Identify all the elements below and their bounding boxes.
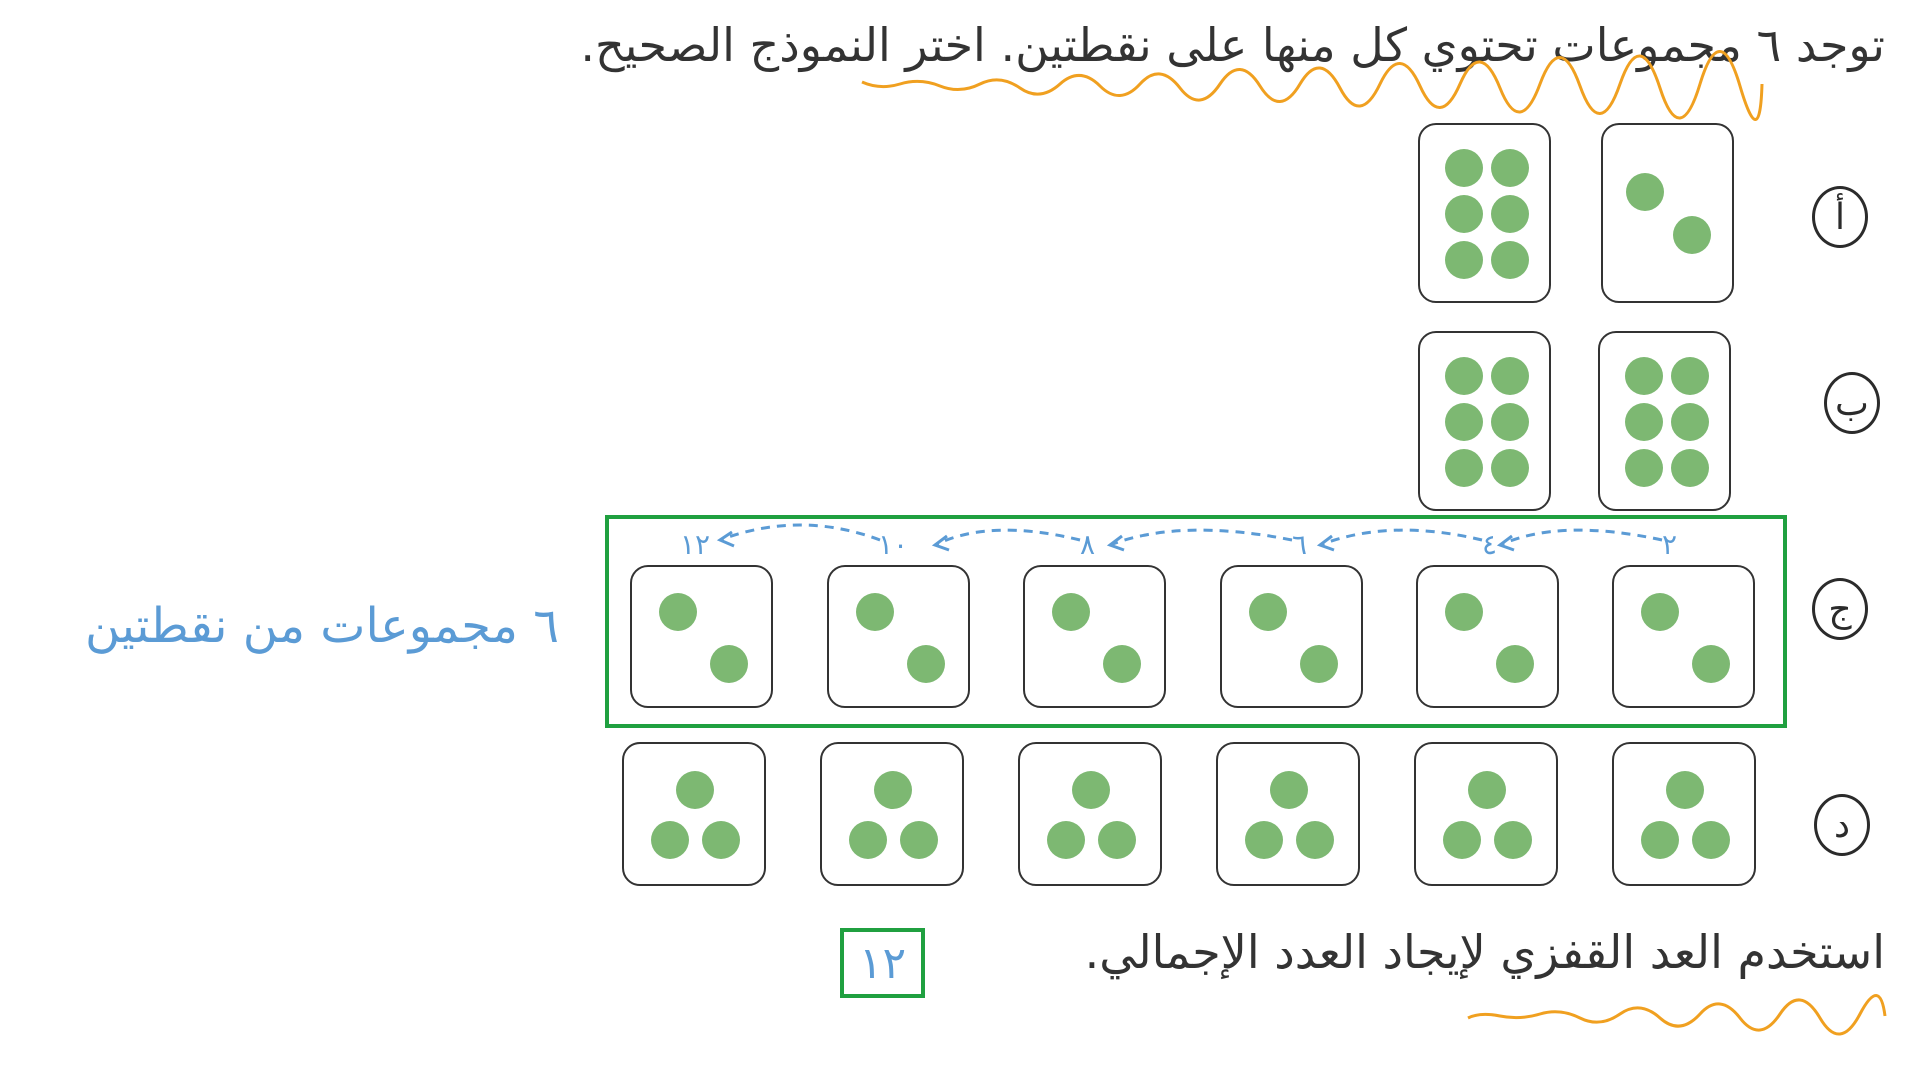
dot-card — [1612, 742, 1756, 886]
dot — [1468, 771, 1506, 809]
instruction-underline — [1467, 994, 1887, 1036]
dot-card — [1418, 123, 1551, 303]
dot — [1300, 645, 1338, 683]
option-letter-b[interactable]: ب — [1824, 372, 1880, 434]
instruction-text: استخدم العد القفزي لإيجاد العدد الإجمالي… — [1084, 925, 1885, 979]
dot — [1666, 771, 1704, 809]
dot — [1491, 449, 1529, 487]
dot — [1625, 449, 1663, 487]
dot — [1671, 403, 1709, 441]
dot — [1641, 821, 1679, 859]
dot — [1491, 357, 1529, 395]
dot-card — [1416, 565, 1559, 708]
dot — [1052, 593, 1090, 631]
dot — [702, 821, 740, 859]
question-text: توجد ٦ مجموعات تحتوي كل منها على نقطتين.… — [580, 18, 1885, 72]
dot — [1249, 593, 1287, 631]
dot — [1626, 173, 1664, 211]
dot — [1296, 821, 1334, 859]
dot-card — [1414, 742, 1558, 886]
dot — [1673, 216, 1711, 254]
dot — [874, 771, 912, 809]
dot — [1671, 449, 1709, 487]
correct-answer-highlight — [605, 515, 1787, 728]
dot — [1496, 645, 1534, 683]
dot — [659, 593, 697, 631]
dot — [1494, 821, 1532, 859]
skip-count-label: ٨ — [1080, 528, 1096, 561]
dot — [1445, 149, 1483, 187]
dot-card — [630, 565, 773, 708]
dot — [1625, 403, 1663, 441]
dot — [1098, 821, 1136, 859]
dot — [710, 645, 748, 683]
dot — [1445, 195, 1483, 233]
dot — [1491, 403, 1529, 441]
groups-annotation: ٦ مجموعات من نقطتين — [85, 598, 560, 654]
dot-card — [1601, 123, 1734, 303]
option-letter-c[interactable]: ج — [1812, 578, 1868, 640]
dot-card — [820, 742, 964, 886]
dot-card — [622, 742, 766, 886]
dot-card — [1598, 331, 1731, 511]
dot — [1625, 357, 1663, 395]
dot — [1270, 771, 1308, 809]
skip-count-label: ٢ — [1662, 528, 1678, 561]
dot — [1072, 771, 1110, 809]
dot — [907, 645, 945, 683]
dot — [849, 821, 887, 859]
dot — [900, 821, 938, 859]
dot — [1445, 449, 1483, 487]
skip-count-label: ١٠ — [878, 528, 909, 561]
dot — [1445, 241, 1483, 279]
dot-card — [1216, 742, 1360, 886]
dot — [1445, 357, 1483, 395]
skip-count-label: ٦ — [1292, 528, 1308, 561]
dot — [1047, 821, 1085, 859]
dot — [651, 821, 689, 859]
dot — [1245, 821, 1283, 859]
dot-card — [1018, 742, 1162, 886]
option-letter-d[interactable]: د — [1814, 794, 1870, 856]
dot — [856, 593, 894, 631]
dot — [1491, 241, 1529, 279]
dot-card — [1418, 331, 1551, 511]
dot-card — [1023, 565, 1166, 708]
skip-count-label: ١٢ — [680, 528, 711, 561]
dot — [1641, 593, 1679, 631]
dot — [1692, 821, 1730, 859]
dot — [676, 771, 714, 809]
dot — [1491, 195, 1529, 233]
dot — [1671, 357, 1709, 395]
dot-card — [1220, 565, 1363, 708]
dot — [1445, 403, 1483, 441]
dot — [1443, 821, 1481, 859]
dot-card — [827, 565, 970, 708]
dot — [1491, 149, 1529, 187]
skip-count-label: ٤ — [1482, 528, 1498, 561]
option-letter-a[interactable]: أ — [1812, 186, 1868, 248]
dot — [1445, 593, 1483, 631]
dot — [1692, 645, 1730, 683]
answer-box: ١٢ — [840, 928, 925, 998]
dot — [1103, 645, 1141, 683]
dot-card — [1612, 565, 1755, 708]
